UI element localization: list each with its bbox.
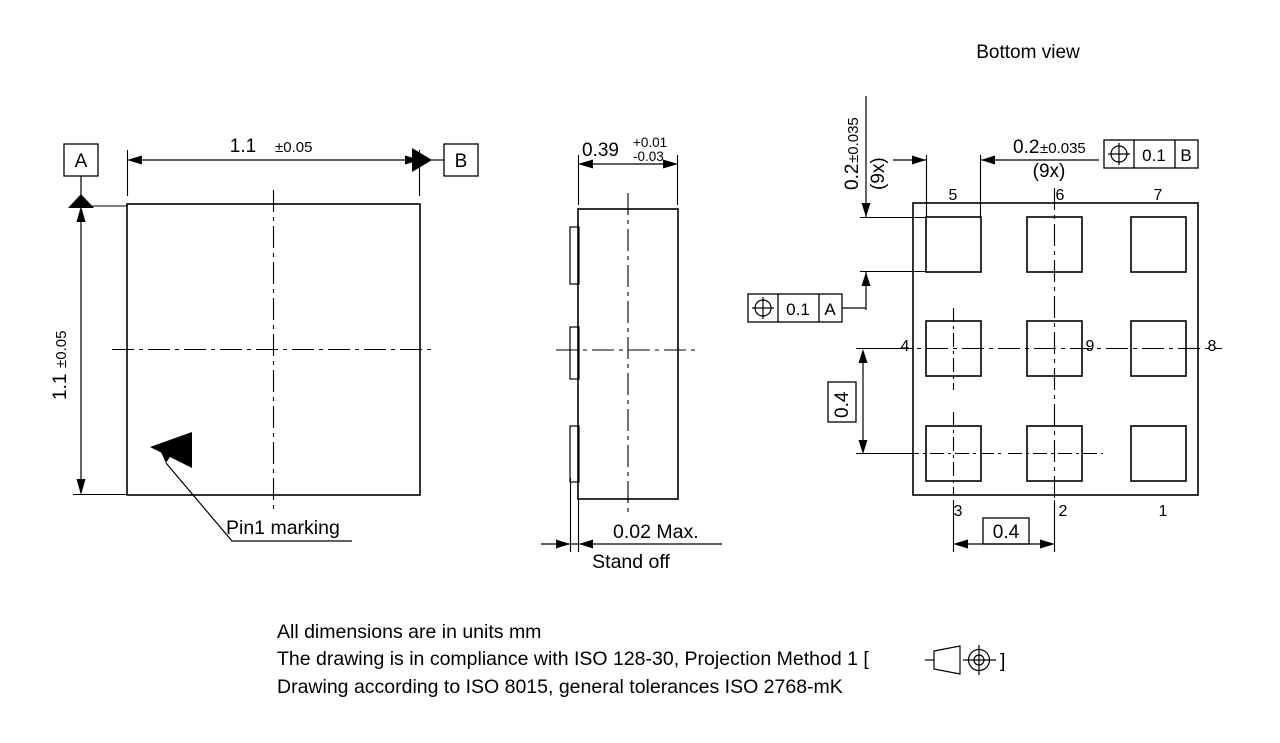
note-units: All dimensions are in units mm <box>277 621 541 643</box>
standoff-dimension: 0.02 Max. Stand off <box>541 478 722 573</box>
height-dim-value: 1.1 <box>50 374 71 400</box>
height-arrow-top <box>76 206 86 222</box>
pin1-marking-label: Pin1 marking <box>226 517 340 539</box>
width-dim-value: 1.1 <box>230 136 256 157</box>
height-dim-tolerance: ±0.05 <box>53 331 70 368</box>
fcf-b-outer-box <box>1103 139 1199 169</box>
basic-v-arrow-bottom <box>858 440 868 454</box>
pitch-y-arrow-bottom <box>861 272 871 286</box>
position-symbol-a-icon <box>752 297 774 319</box>
side-view: 0.39 +0.01 -0.03 0.02 Max. Stand off <box>541 135 722 573</box>
side-height-value: 0.39 <box>582 140 619 161</box>
pitch-y-arrow-top <box>861 203 871 217</box>
side-tolerance-lower: -0.03 <box>633 149 664 164</box>
note-iso-projection: The drawing is in compliance with ISO 12… <box>277 648 869 670</box>
basic-h-value: 0.4 <box>993 522 1020 543</box>
datum-a-label: A <box>75 151 88 172</box>
side-tolerance-upper: +0.01 <box>633 135 667 150</box>
note-tolerances: Drawing according to ISO 8015, general t… <box>277 676 843 698</box>
standoff-label: Stand off <box>592 551 670 573</box>
pin-number-8: 8 <box>1208 338 1217 355</box>
pitch-y-quantity: (9x) <box>868 157 889 190</box>
width-dimension: 1.1 ±0.05 <box>126 136 421 196</box>
note-iso-projection-close: ] <box>1000 650 1005 672</box>
position-symbol-b-icon <box>1108 143 1130 165</box>
pitch-x-value: 0.2 <box>1013 137 1039 158</box>
pitch-x-arrow-right <box>981 155 995 165</box>
standoff-arrow-right <box>579 539 593 549</box>
width-arrow-right <box>405 155 420 165</box>
pin-number-9: 9 <box>1086 338 1095 355</box>
pitch-x-arrow-left <box>912 155 926 165</box>
side-pad-tab-bottom <box>569 425 580 483</box>
width-dim-tolerance: ±0.05 <box>275 139 312 156</box>
datum-b: B <box>412 143 479 177</box>
fcf-b-tolerance: 0.1 <box>1142 146 1166 165</box>
pad-5 <box>925 216 982 273</box>
pitch-x-quantity: (9x) <box>1033 161 1066 182</box>
basic-v-value: 0.4 <box>832 391 853 418</box>
pin-number-2: 2 <box>1059 503 1068 520</box>
drawing-notes: All dimensions are in units mm The drawi… <box>277 621 1005 698</box>
pad-7 <box>1130 216 1187 273</box>
pitch-x-tolerance: ±0.035 <box>1040 140 1086 157</box>
width-arrow-left <box>127 155 142 165</box>
pad-pitch-x-dimension: 0.2 ±0.035 (9x) <box>893 137 1099 217</box>
side-arrow-left <box>578 159 593 169</box>
standoff-value: 0.02 Max. <box>613 521 699 543</box>
basic-h-frame <box>982 517 1030 545</box>
height-arrow-bottom <box>76 479 86 495</box>
datum-b-label: B <box>455 151 468 172</box>
pitch-y-value: 0.2 <box>842 164 863 190</box>
basic-dimension-vertical: 0.4 <box>827 347 913 455</box>
basic-v-frame <box>827 381 857 423</box>
projection-method-1-icon <box>925 645 996 675</box>
feature-control-frame-a: 0.1 A <box>747 293 866 323</box>
side-pad-tab-top <box>569 226 580 285</box>
pad-pitch-y-dimension: 0.2 ±0.035 (9x) <box>842 96 926 310</box>
side-pad-tab-middle <box>569 326 580 380</box>
bottom-view: Bottom view 5 6 7 4 9 8 3 2 1 <box>747 42 1222 552</box>
fcf-a-tolerance: 0.1 <box>786 300 810 319</box>
datum-a-triangle <box>68 194 94 208</box>
side-width-dimension: 0.39 +0.01 -0.03 <box>577 135 679 205</box>
basic-dimension-horizontal: 0.4 <box>952 500 1056 552</box>
pin1-marking: Pin1 marking <box>150 432 352 542</box>
pad-1 <box>1130 425 1187 482</box>
datum-b-triangle <box>412 148 432 172</box>
fcf-b-datum: B <box>1180 146 1191 165</box>
pin-number-7: 7 <box>1154 187 1163 204</box>
pin-number-4: 4 <box>901 338 910 355</box>
basic-h-arrow-right <box>1040 539 1055 549</box>
pin1-leader-arrow <box>160 450 173 463</box>
pin1-leader-line <box>165 462 352 542</box>
top-view: A B 1.1 ±0.05 <box>50 136 479 542</box>
pin-number-1: 1 <box>1159 503 1168 520</box>
pin-number-5: 5 <box>949 187 958 204</box>
pin-number-3: 3 <box>954 503 963 520</box>
pin1-triangle <box>150 432 192 468</box>
pin-number-6: 6 <box>1056 187 1065 204</box>
height-dimension: 1.1 ±0.05 <box>50 205 127 496</box>
basic-v-arrow-top <box>858 349 868 363</box>
feature-control-frame-b: 0.1 B <box>1103 139 1199 169</box>
bottom-view-title: Bottom view <box>976 42 1080 63</box>
standoff-arrow-left <box>556 539 570 549</box>
basic-h-arrow-left <box>953 539 968 549</box>
pitch-y-tolerance: ±0.035 <box>845 117 862 163</box>
fcf-a-datum: A <box>824 300 836 319</box>
projection-cone-icon <box>933 645 961 675</box>
side-arrow-right <box>663 159 678 169</box>
